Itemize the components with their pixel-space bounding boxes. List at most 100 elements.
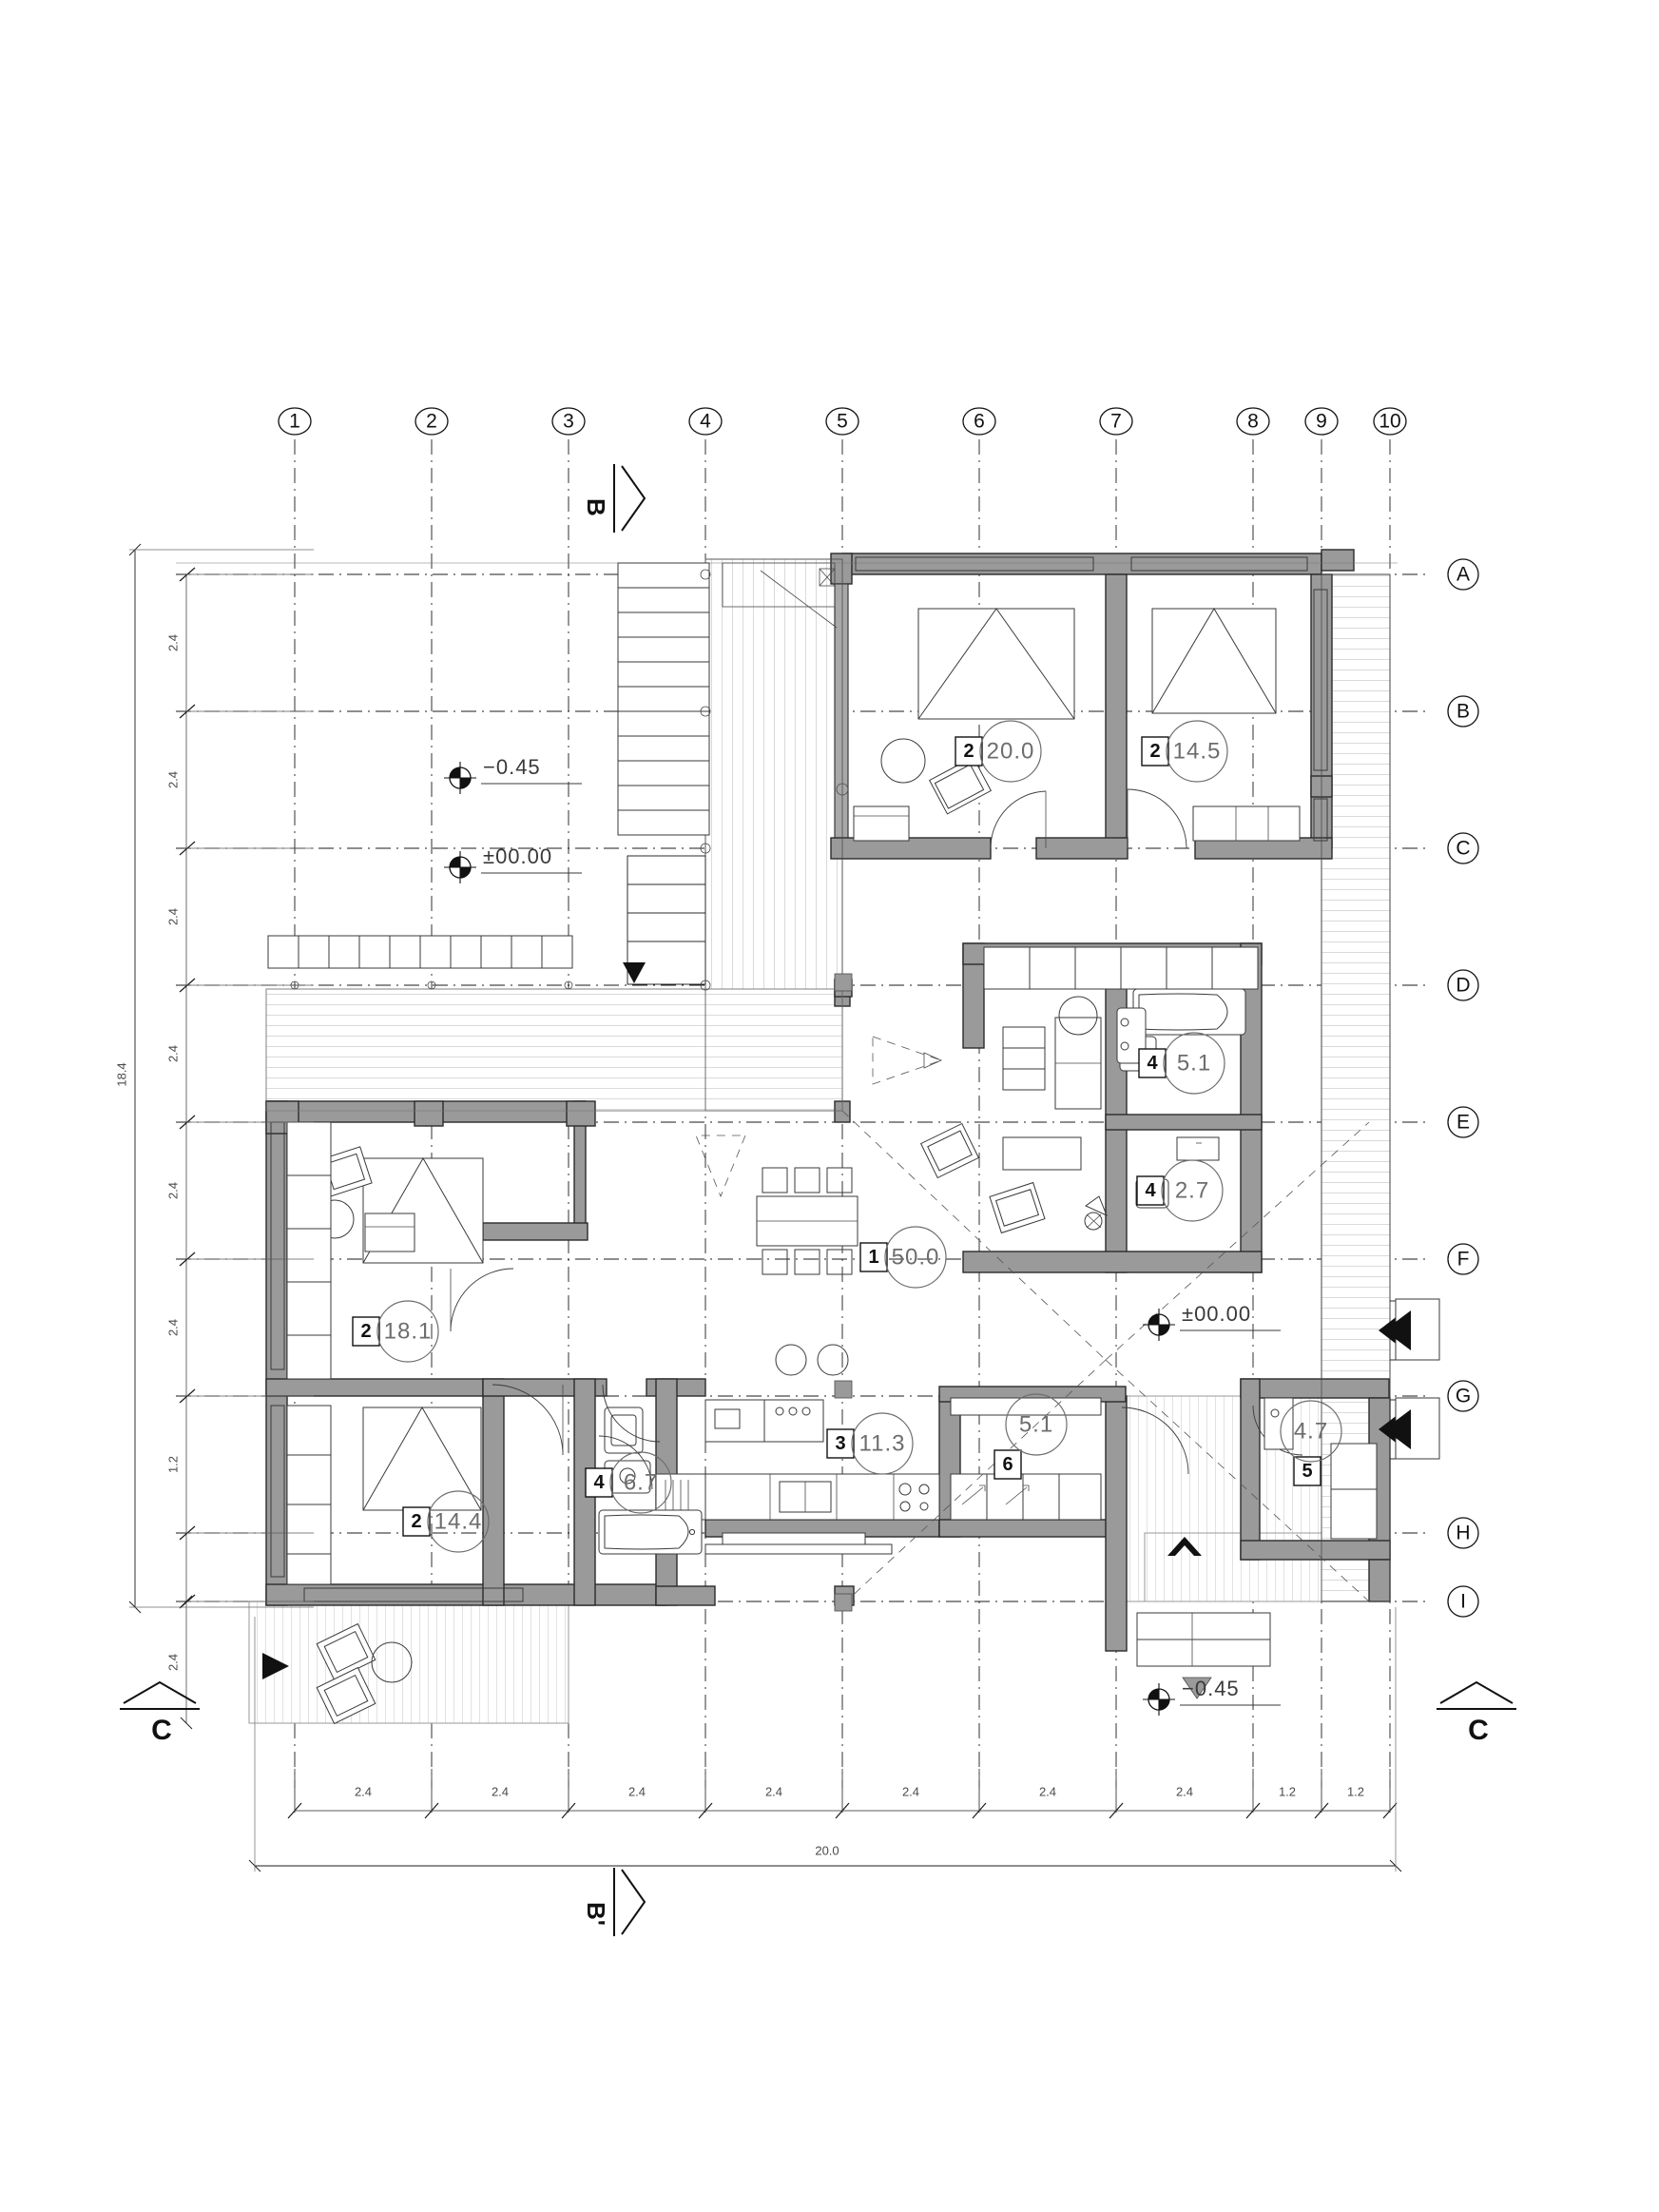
bubble-outline [1304, 407, 1339, 436]
grid-bubble-row-I[interactable]: I [1447, 1585, 1479, 1618]
room-tag-number: 4 [593, 1472, 605, 1493]
dim-value: 2.4 [166, 1045, 181, 1062]
level-symbol-q2 [1159, 1325, 1169, 1335]
grid-bubble-row-A[interactable]: A [1447, 558, 1479, 591]
glazing-detail-north [722, 562, 838, 629]
room-tag-box [993, 1449, 1022, 1480]
grid-bubble-label: 10 [1379, 411, 1400, 433]
grid-bubble-col-4[interactable]: 4 [688, 407, 723, 436]
level-symbol-q1 [450, 857, 460, 867]
dim-value: 2.4 [166, 908, 181, 925]
svg-text:20.0: 20.0 [815, 1844, 839, 1858]
level-value: ±00.00 [1182, 1302, 1251, 1326]
section-arrow [621, 1869, 646, 1935]
walls-east-utility [1240, 1378, 1391, 1602]
grid-bubble-label: 8 [1247, 411, 1259, 433]
section-c-left[interactable]: C [120, 1680, 200, 1746]
bubble-outline [825, 407, 859, 436]
room-area-bubble [376, 1300, 439, 1363]
grid-bubble-label: G [1456, 1386, 1471, 1407]
room-tag-box [352, 1316, 380, 1347]
joint-markers [290, 569, 853, 1612]
grid-bubble-label: H [1456, 1523, 1470, 1544]
room-tag-box [859, 1242, 888, 1272]
bubble-outline [1447, 695, 1479, 728]
grid-bubble-label: F [1457, 1249, 1470, 1271]
grid-bubble-row-G[interactable]: G [1447, 1380, 1479, 1412]
grid-bubble-col-9[interactable]: 9 [1304, 407, 1339, 436]
room-tag-box [826, 1428, 855, 1459]
grid-column-bubbles: 1 2 3 4 5 6 7 8 9 10 [278, 407, 1407, 436]
grid-bubble-label: 2 [426, 411, 437, 433]
room-area-value: 11.3 [859, 1431, 906, 1457]
grid-bubble-row-F[interactable]: F [1447, 1243, 1479, 1275]
grid-bubble-col-8[interactable]: 8 [1236, 407, 1270, 436]
deck-north-slats [267, 935, 573, 969]
grid-bubble-col-5[interactable]: 5 [825, 407, 859, 436]
room-tag-storage-south[interactable]: 65.1 [993, 1393, 1068, 1480]
room-tag-number: 1 [868, 1247, 878, 1268]
grid-bubble-row-B[interactable]: B [1447, 695, 1479, 728]
grid-bubble-col-7[interactable]: 7 [1099, 407, 1133, 436]
level-marker-deck-north: −0.45 [444, 755, 582, 794]
bubble-outline [551, 407, 586, 436]
grid-bubble-col-3[interactable]: 3 [551, 407, 586, 436]
level-marker-interior-east: ±00.00 [1143, 1302, 1281, 1341]
grid-bubble-label: A [1456, 564, 1470, 586]
grid-bubble-col-10[interactable]: 10 [1373, 407, 1407, 436]
grid-bubble-col-2[interactable]: 2 [415, 407, 449, 436]
south-steps [1136, 1537, 1271, 1699]
room-tag-box [1138, 1048, 1167, 1078]
room-tag-number: 2 [963, 741, 974, 762]
corridor-cabinets [983, 946, 1259, 990]
room-area-bubble [427, 1490, 490, 1553]
grid-bubble-row-E[interactable]: E [1447, 1106, 1479, 1138]
room-area-bubble [1280, 1400, 1342, 1463]
grid-bubble-col-1[interactable]: 1 [278, 407, 312, 436]
furniture-patio-southwest [262, 1622, 413, 1725]
level-value: −0.45 [483, 755, 541, 779]
room-area-bubble [851, 1412, 914, 1475]
section-b-top[interactable]: B [582, 464, 646, 533]
room-area-bubble [1163, 1032, 1225, 1095]
svg-text:18.4: 18.4 [115, 1062, 129, 1086]
room-area-value: 14.4 [434, 1509, 483, 1535]
room-area-value: 14.5 [1173, 739, 1222, 765]
furniture-bedroom-north-2 [1151, 608, 1301, 842]
deck-southwest [248, 1601, 569, 1724]
bubble-outline [1447, 969, 1479, 1001]
room-area-value: 2.7 [1175, 1178, 1209, 1204]
room-tag-utility-east[interactable]: 54.7 [1280, 1400, 1342, 1486]
section-c-right[interactable]: C [1437, 1680, 1516, 1746]
room-tag-box [1136, 1175, 1165, 1206]
room-area-value: 50.0 [892, 1245, 940, 1271]
section-b-bottom[interactable]: B' [582, 1868, 646, 1936]
grid-bubble-row-H[interactable]: H [1447, 1517, 1479, 1549]
dim-value: 2.4 [166, 771, 181, 788]
grid-bubble-label: B [1456, 701, 1470, 723]
grid-bubble-col-6[interactable]: 6 [962, 407, 996, 436]
grid-row-bubbles: A B C D E F G H I [1447, 558, 1479, 1618]
room-tag-number: 4 [1147, 1053, 1158, 1074]
grid-bubble-row-C[interactable]: C [1447, 832, 1479, 864]
windows [270, 556, 1328, 1602]
room-tag-number: 3 [835, 1433, 845, 1454]
furniture-living-dining [756, 996, 1108, 1376]
dim-value: 2.4 [492, 1785, 509, 1799]
deck-west [265, 988, 843, 1112]
grid-bubble-label: 4 [700, 411, 711, 433]
dimension-chain-left: 2.42.42.42.42.42.41.2 18.4 2.4 [115, 543, 314, 1730]
grid-bubble-label: E [1456, 1112, 1470, 1134]
grid-bubble-row-D[interactable]: D [1447, 969, 1479, 1001]
